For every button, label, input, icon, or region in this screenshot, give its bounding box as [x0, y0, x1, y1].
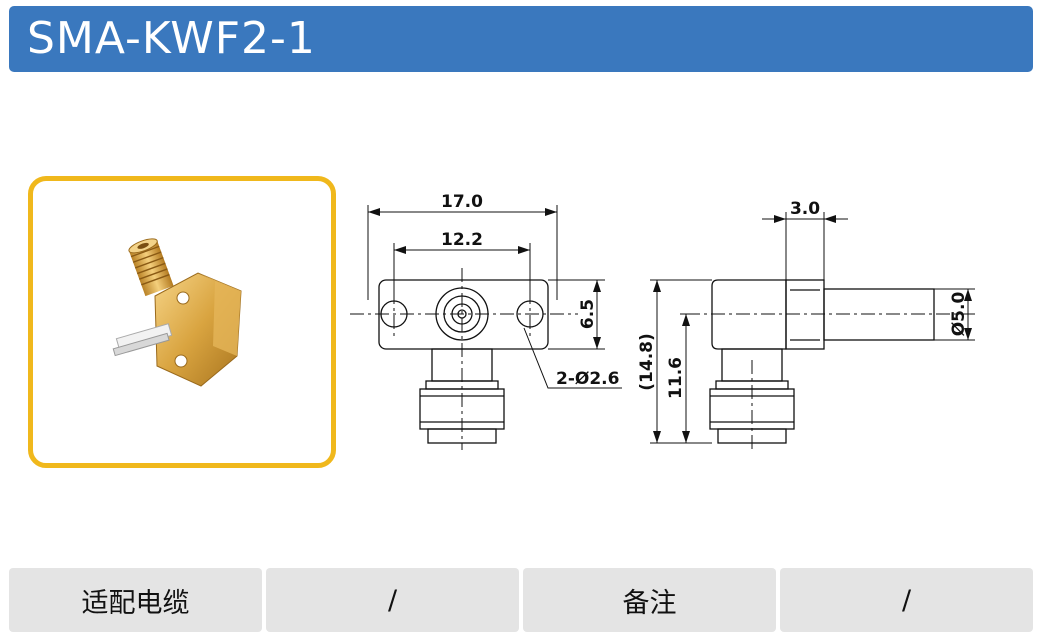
side-body — [711, 279, 787, 350]
page-title: SMA-KWF2-1 — [27, 13, 316, 64]
dim-total-height: (14.8) — [637, 333, 657, 390]
front-flange — [378, 279, 549, 350]
product-photo — [112, 238, 242, 387]
dim-flange-height: 6.5 — [578, 299, 598, 329]
note-label: 备注 — [523, 568, 776, 632]
spec-table: 适配电缆 / 备注 / — [9, 568, 1033, 632]
dim-body-height: 11.6 — [666, 357, 686, 399]
note-value: / — [780, 568, 1033, 632]
dim-pin-diameter: Ø5.0 — [949, 292, 969, 337]
dim-holes: 2-Ø2.6 — [556, 369, 619, 389]
dim-body-width: 3.0 — [790, 199, 820, 219]
cable-label: 适配电缆 — [9, 568, 262, 632]
product-photo-frame — [28, 176, 336, 468]
cable-value: / — [266, 568, 519, 632]
dim-overall-width: 17.0 — [441, 192, 483, 212]
title-bar: SMA-KWF2-1 — [9, 6, 1033, 72]
technical-drawing: 17.0 12.2 6.5 2-Ø2.6 (14.8) 11.6 3.0 Ø5.… — [350, 192, 978, 450]
dim-hole-spacing: 12.2 — [441, 230, 483, 250]
